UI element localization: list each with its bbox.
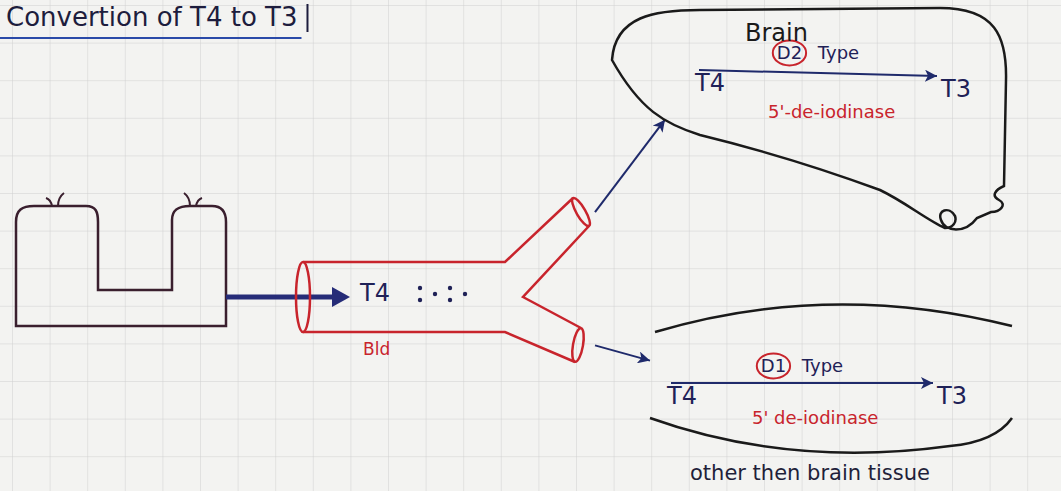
- hormone-name: T3: [937, 383, 967, 411]
- hormone-dot: [448, 286, 452, 290]
- blood-vessel-outline: [295, 190, 595, 375]
- blood-vessel: T4Bld: [295, 190, 595, 375]
- tissue-region-outline: [650, 292, 1055, 488]
- thyroid-outline: [16, 206, 226, 326]
- brain-region-outline: [665, 6, 1010, 238]
- secretion-arrow: [226, 287, 350, 307]
- tissue-outline: [650, 304, 1012, 452]
- hormone-dot: [463, 292, 467, 296]
- thyroid-ticks: [46, 193, 202, 206]
- hormone-node: T4: [691, 68, 699, 72]
- hormone-node: T3: [937, 74, 945, 78]
- enzyme-type: D2 Type: [775, 42, 861, 64]
- arrow-shaft: [226, 295, 334, 300]
- vessel-wall: [303, 198, 589, 362]
- hormone-name: T4: [360, 280, 390, 308]
- hormone-node: T3: [933, 381, 941, 385]
- vessel-opening: [570, 327, 586, 362]
- enzyme-type: D1 Type: [759, 355, 845, 377]
- connector-arrow: [671, 382, 933, 384]
- hormone-dot: [418, 298, 422, 302]
- vessel-opening: [569, 196, 593, 228]
- arrow-head: [332, 287, 350, 307]
- title-underline: [0, 37, 301, 39]
- hormone-dot: [448, 298, 452, 302]
- thyroid-gland: [16, 193, 226, 326]
- connector-arrow: [699, 70, 937, 76]
- enzyme-name: 5' de-iodinase: [752, 408, 878, 428]
- connector-arrow: [595, 120, 665, 213]
- vessel-label: Bld: [363, 340, 390, 360]
- vessel-opening: [296, 262, 310, 332]
- hormone-name: T4: [667, 383, 697, 411]
- hormone-name: T4: [695, 70, 725, 98]
- title-bar: [306, 4, 308, 32]
- diagram-title: Convertion of T4 to T3: [6, 2, 297, 32]
- enzyme-name: 5'-de-iodinase: [768, 102, 895, 122]
- brain-region: BrainT4T3: [665, 6, 1010, 238]
- hormone-name: T3: [941, 76, 971, 104]
- hormone-dot: [433, 292, 437, 296]
- tissue-region: other then brain tissueT4T3: [650, 292, 1055, 488]
- connector-arrow: [595, 345, 650, 360]
- region-title: other then brain tissue: [690, 461, 930, 485]
- hormone-dot: [418, 286, 422, 290]
- hormone-node: T4: [663, 381, 671, 385]
- brain-outline: [612, 8, 1006, 230]
